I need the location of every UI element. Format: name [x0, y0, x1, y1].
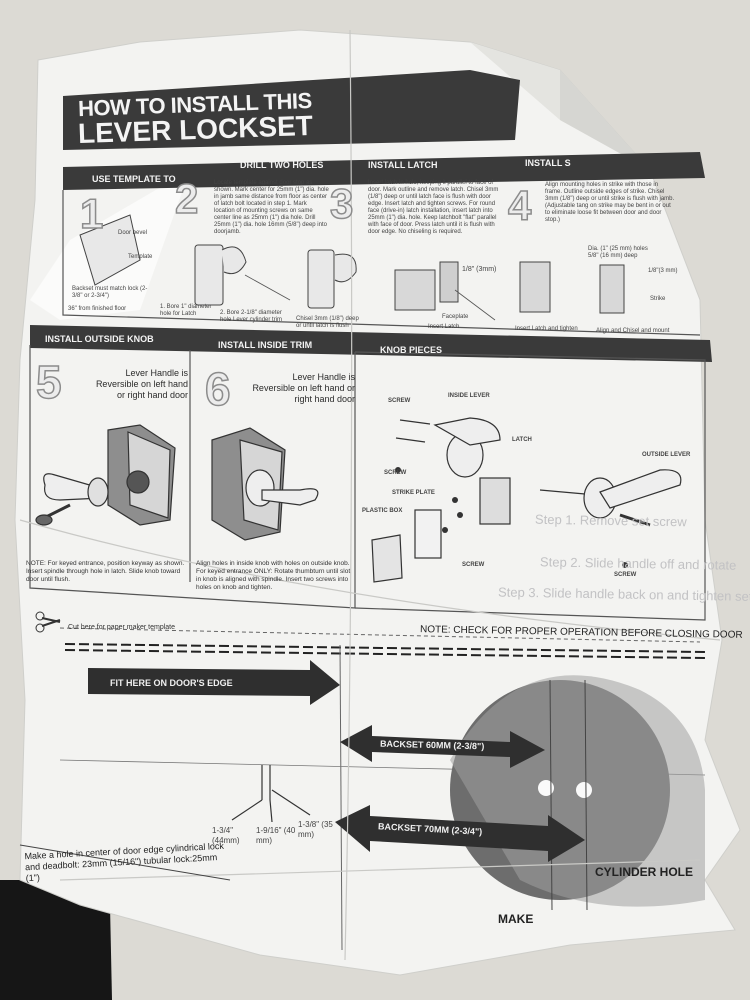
step-5-number: 5 [35, 355, 62, 409]
label-plastic-box: PLASTIC BOX [362, 508, 403, 514]
fit-here-label: FIT HERE ON DOOR'S EDGE [110, 678, 233, 688]
step-1-note-bevel: Door bevel [118, 230, 148, 236]
label-latch: LATCH [512, 437, 532, 443]
step-3-text: Insert latch in hole, keeping it paralle… [368, 180, 499, 235]
step-6-number: 6 [204, 362, 231, 416]
step-1-number: 1 [79, 189, 104, 238]
label-screw-4: SCREW [614, 572, 637, 578]
step-3-note-3: Insert Latch [428, 324, 460, 330]
step-3-header: INSTALL LATCH [368, 160, 438, 170]
label-strike-plate: STRIKE PLATE [392, 490, 435, 496]
step-4-note-4: Align and Chisel and mount [596, 328, 670, 334]
showthrough-step-1: Step 1. Remove set screw [534, 511, 687, 530]
step-1-note-backset: Backset must match lock (2-3/8" or 2-3/4… [72, 286, 148, 299]
step-4-number: 4 [507, 181, 532, 230]
step-1-note-floor: 36" from finished floor [68, 306, 127, 312]
step-5-header: INSTALL OUTSIDE KNOB [45, 334, 154, 344]
step-3-note-4: Insert Latch and tighten [515, 326, 578, 332]
step-2-note-1: 1. Bore 1" diameter hole for Latch [160, 304, 212, 317]
step-2-note-2: 2. Bore 2-1/8" diameter hole Lever cylin… [220, 310, 283, 323]
label-screw-1: SCREW [388, 398, 411, 404]
cut-label: Cut here for paper maker template [68, 624, 175, 631]
step-4-header: INSTALL S [525, 158, 571, 168]
backset-70-arrow [335, 805, 585, 862]
step-4-note-1: Dia. (1" (25 mm) holes 5/8" (16 mm) deep [588, 246, 648, 259]
step-5-heading: Lever Handle is Reversible on left hand … [95, 368, 188, 400]
step-2-number: 2 [174, 174, 199, 223]
step-1-note-template: Template [128, 254, 153, 260]
title-band [63, 70, 520, 150]
step-2-header: DRILL TWO HOLES [240, 160, 324, 170]
step-6-heading: Lever Handle is Reversible on left hand … [252, 372, 355, 404]
step-1-header: USE TEMPLATE TO [92, 174, 176, 184]
make-label: MAKE [498, 912, 534, 926]
step-4-note-3: Strike [650, 296, 666, 302]
cylinder-hole-label: CYLINDER HOLE [595, 865, 694, 879]
dim-1: 1-3/4" (44mm) [212, 826, 240, 845]
step-4-text: Align mounting holes in strike with thos… [545, 182, 675, 223]
dim-3: 1-3/8" (35 mm) [298, 820, 333, 839]
step-3-note-2: Faceplate [442, 314, 469, 320]
step-4-note-2: 1/8"(3 mm) [648, 268, 678, 274]
step-6-header: INSTALL INSIDE TRIM [218, 340, 313, 350]
label-screw-3: SCREW [462, 562, 485, 568]
fit-arrow [88, 660, 340, 705]
step-2-note-3: Chisel 3mm (1/8") deep or until latch is… [296, 316, 359, 329]
label-inside-lever: INSIDE LEVER [448, 393, 490, 399]
step-3-number: 3 [329, 179, 354, 228]
backset-60-arrow [340, 725, 545, 768]
label-screw-2: SCREW [384, 470, 407, 476]
dim-2: 1-9/16" (40 mm) [256, 826, 296, 845]
label-outside-lever: OUTSIDE LEVER [642, 452, 691, 458]
step-3-note-1: 1/8" (3mm) [462, 266, 497, 273]
step-6-note: Align holes in inside knob with holes on… [196, 560, 351, 591]
step-2-text: Locate template against door stop as sho… [214, 180, 329, 235]
knob-pieces-header: KNOB PIECES [380, 345, 443, 355]
step-5-note: NOTE: For keyed entrance, position keywa… [26, 560, 185, 583]
black-object [0, 880, 112, 1000]
